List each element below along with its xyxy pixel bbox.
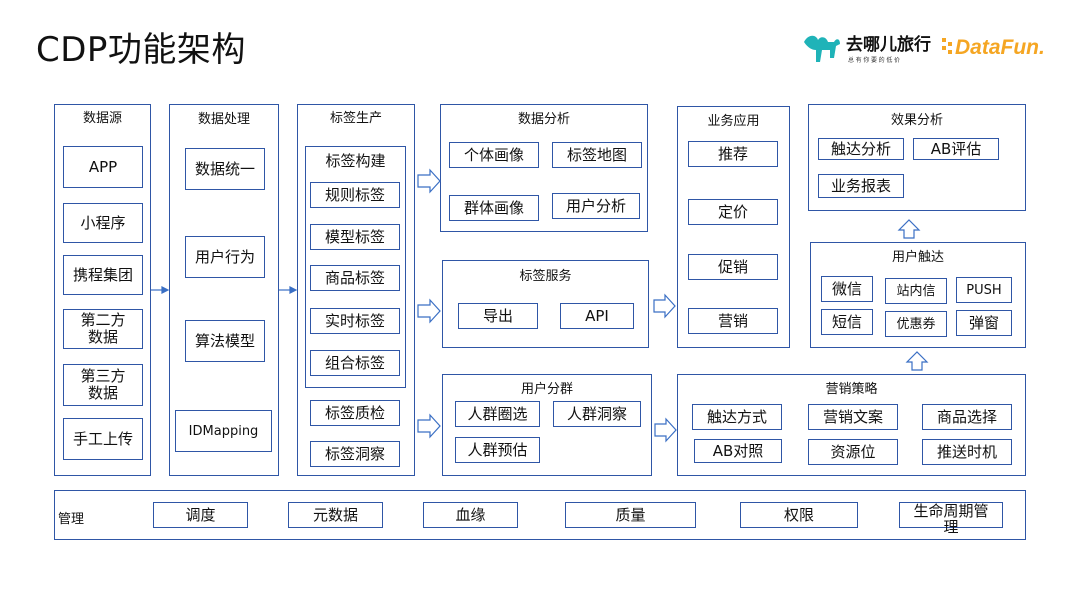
- qunar-datafun-logo: 去哪儿旅行 总 有 你 要 的 低 价 DataFun.: [804, 34, 1045, 64]
- block-arrow-segment-to-strategy: [654, 417, 677, 443]
- data-analysis-header: 数据分析: [517, 112, 570, 127]
- management-item: 调度: [153, 502, 248, 528]
- user-reach-header: 用户触达: [891, 250, 944, 265]
- data-processing-item: 算法模型: [185, 320, 265, 362]
- data-source-header: 数据源: [82, 111, 122, 126]
- data-analysis-item: 群体画像: [449, 195, 539, 221]
- data-processing-item: 数据统一: [185, 148, 265, 190]
- user-reach-item: 微信: [821, 276, 873, 302]
- marketing-strategy-item: 营销文案: [808, 404, 898, 430]
- data-source-item: 第二方 数据: [63, 309, 143, 349]
- camel-icon: [804, 35, 840, 62]
- data-source-item: 第三方 数据: [63, 364, 143, 406]
- svg-text:总 有 你 要 的 低 价: 总 有 你 要 的 低 价: [848, 56, 900, 64]
- user-reach-item: 弹窗: [956, 310, 1012, 336]
- effect-analysis-item: 触达分析: [818, 138, 904, 160]
- marketing-strategy-item: 商品选择: [922, 404, 1012, 430]
- user-reach-item: 优惠券: [885, 311, 947, 337]
- tag-service-header: 标签服务: [519, 269, 572, 284]
- block-arrow-service-to-app: [653, 293, 676, 319]
- business-app-item: 促销: [688, 254, 778, 280]
- business-app-item: 推荐: [688, 141, 778, 167]
- block-arrow-strategy-to-reach: [905, 351, 929, 371]
- block-arrow-to-service: [417, 298, 441, 324]
- svg-text:DataFun.: DataFun.: [955, 36, 1045, 59]
- marketing-strategy-item: 资源位: [808, 439, 898, 465]
- marketing-strategy-header: 营销策略: [825, 382, 878, 397]
- data-source-item: 小程序: [63, 203, 143, 243]
- management-item: 元数据: [288, 502, 383, 528]
- user-segment-item: 人群预估: [455, 437, 540, 463]
- block-arrow-reach-to-effect: [897, 219, 921, 239]
- effect-analysis-header: 效果分析: [890, 113, 943, 128]
- management-item: 质量: [565, 502, 696, 528]
- page-title: CDP功能架构: [36, 30, 246, 70]
- management-item: 生命周期管 理: [899, 502, 1003, 535]
- tag-service-item: API: [560, 303, 634, 329]
- user-reach-item: 短信: [821, 309, 873, 335]
- user-segment-item: 人群洞察: [553, 401, 641, 427]
- tag-build-item: 组合标签: [310, 350, 400, 376]
- tag-build-group: [305, 146, 406, 388]
- tag-build-header: 标签构建: [325, 152, 386, 170]
- management-label: 管理: [58, 512, 85, 527]
- svg-text:去哪儿旅行: 去哪儿旅行: [846, 34, 931, 54]
- tag-build-item: 实时标签: [310, 308, 400, 334]
- block-arrow-to-analysis: [417, 168, 441, 194]
- data-source-item: 携程集团: [63, 255, 143, 295]
- data-source-item: APP: [63, 146, 143, 188]
- user-segment-header: 用户分群: [520, 382, 573, 397]
- business-app-item: 营销: [688, 308, 778, 334]
- management-item: 权限: [740, 502, 858, 528]
- data-analysis-item: 标签地图: [552, 142, 642, 168]
- effect-analysis-item: AB评估: [913, 138, 999, 160]
- tag-build-item: 模型标签: [310, 224, 400, 250]
- data-analysis-item: 个体画像: [449, 142, 539, 168]
- tag-build-item: 商品标签: [310, 265, 400, 291]
- tag-insight: 标签洞察: [310, 441, 400, 467]
- data-processing-header: 数据处理: [197, 112, 250, 127]
- user-reach-item: 站内信: [885, 278, 947, 304]
- marketing-strategy-item: 推送时机: [922, 439, 1012, 465]
- block-arrow-to-segment: [417, 413, 441, 439]
- user-segment-item: 人群圈选: [455, 401, 540, 427]
- data-processing-item: 用户行为: [185, 236, 265, 278]
- data-analysis-item: 用户分析: [552, 193, 640, 219]
- tag-build-item: 规则标签: [310, 182, 400, 208]
- effect-analysis-item: 业务报表: [818, 174, 904, 198]
- tag-quality-check: 标签质检: [310, 400, 400, 426]
- user-reach-item: PUSH: [956, 277, 1012, 303]
- data-source-item: 手工上传: [63, 418, 143, 460]
- business-app-header: 业务应用: [707, 114, 760, 129]
- business-app-item: 定价: [688, 199, 778, 225]
- pixel-dots-icon: [942, 38, 952, 54]
- tag-service-item: 导出: [458, 303, 538, 329]
- data-processing-item: IDMapping: [175, 410, 272, 452]
- tag-production-header: 标签生产: [329, 111, 382, 126]
- marketing-strategy-item: AB对照: [694, 439, 782, 463]
- management-item: 血缘: [423, 502, 518, 528]
- marketing-strategy-item: 触达方式: [692, 404, 782, 430]
